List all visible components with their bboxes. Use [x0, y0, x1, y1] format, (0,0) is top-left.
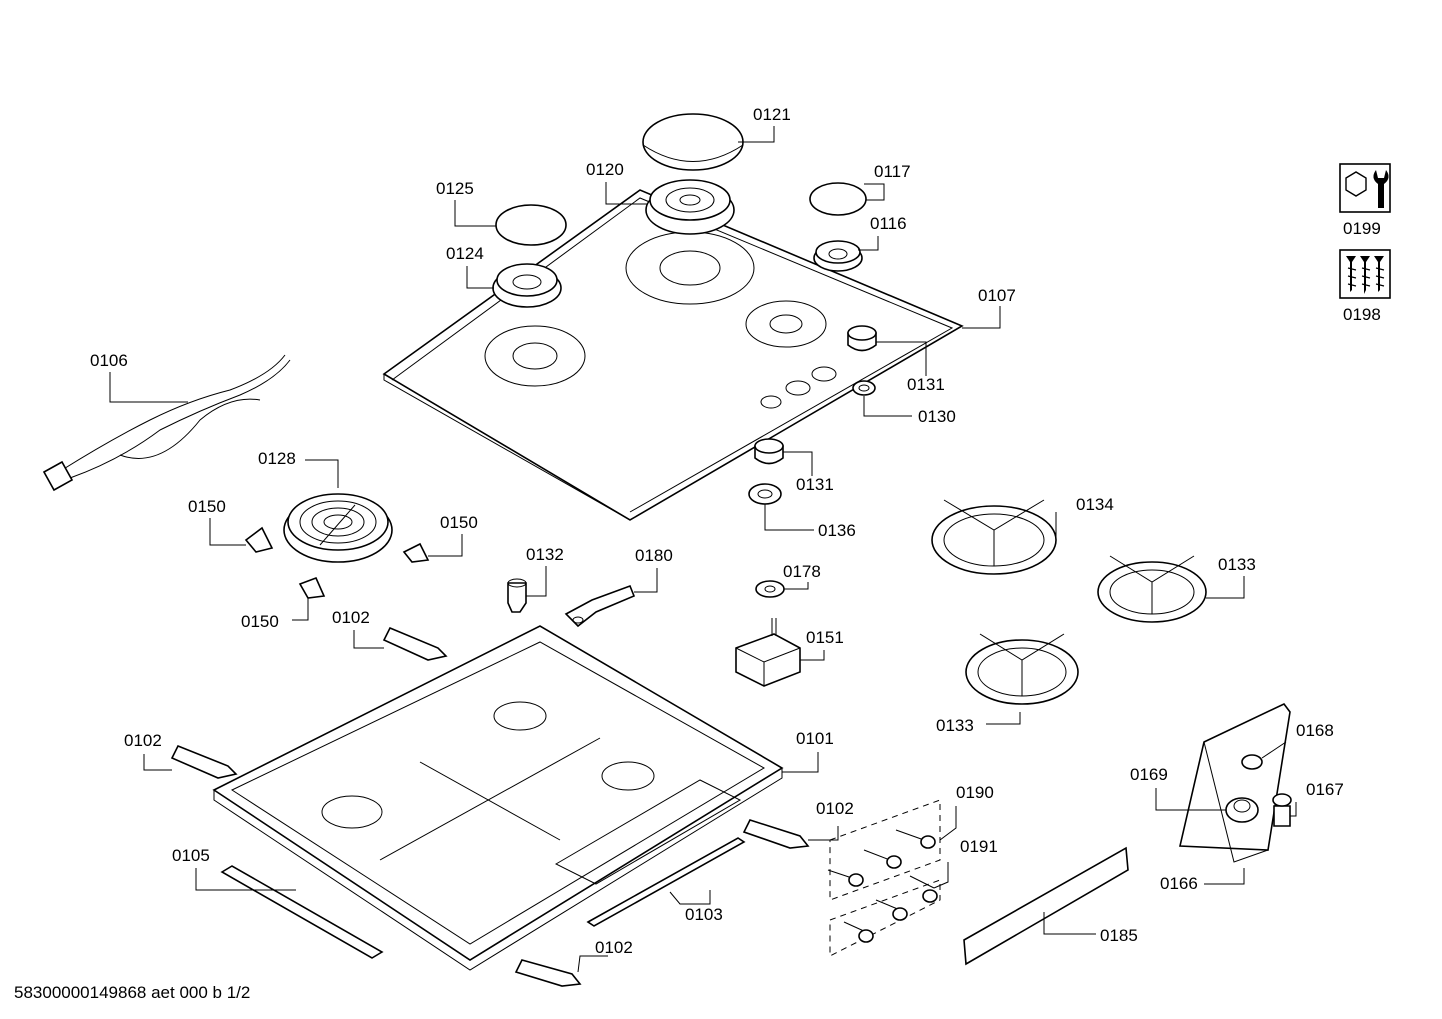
seal-strip-wide [963, 846, 1129, 966]
energy-regulator [735, 618, 801, 687]
label-0106: 0106 [90, 351, 128, 370]
label-0131: 0131 [907, 375, 945, 394]
seal-strip-short [586, 837, 746, 927]
pan-support-grate [1097, 555, 1207, 623]
label-0185: 0185 [1100, 926, 1138, 945]
part-labels: 0121 0120 0117 0125 0116 0124 0107 0106 … [90, 105, 1344, 957]
label-0178: 0178 [783, 562, 821, 581]
burner-cap-medium [495, 204, 567, 246]
label-0120: 0120 [586, 160, 624, 179]
burner-cap-large [642, 113, 744, 171]
label-0117: 0117 [874, 162, 911, 181]
label-0169: 0169 [1130, 765, 1168, 784]
label-0102: 0102 [816, 799, 854, 818]
label-0150: 0150 [440, 513, 478, 532]
seal-strip-long [220, 865, 384, 959]
burner-head-large [645, 179, 735, 235]
label-0136: 0136 [818, 521, 856, 540]
label-0150: 0150 [241, 612, 279, 631]
electric-hotplate [283, 493, 393, 563]
label-0102: 0102 [124, 731, 162, 750]
label-0190: 0190 [956, 783, 994, 802]
label-0151: 0151 [806, 628, 844, 647]
burner-cap-small [809, 182, 867, 216]
fixing-clamp [382, 626, 448, 661]
icon-label-0198: 0198 [1343, 305, 1381, 324]
mounting-clip [244, 526, 274, 553]
label-0101: 0101 [796, 729, 834, 748]
fixing-clamp [514, 959, 582, 987]
mounting-clip [402, 542, 430, 563]
cooktop-top-panel [382, 189, 964, 521]
wrench-tool-icon [1339, 163, 1391, 213]
label-0102: 0102 [332, 608, 370, 627]
label-0191: 0191 [960, 837, 998, 856]
label-0134: 0134 [1076, 495, 1114, 514]
pan-support-grate [965, 633, 1079, 705]
label-0168: 0168 [1296, 721, 1334, 740]
control-knob [754, 438, 784, 465]
knob-seal-ring [748, 483, 782, 505]
ignition-module [507, 578, 527, 613]
bottom-tray [212, 625, 784, 971]
label-0130: 0130 [918, 407, 956, 426]
label-0167: 0167 [1306, 780, 1344, 799]
label-0128: 0128 [258, 449, 296, 468]
pan-support-grate [931, 499, 1057, 575]
bracket [564, 584, 636, 628]
hose-nozzle [1272, 793, 1292, 827]
control-knob [847, 325, 877, 352]
label-0180: 0180 [635, 546, 673, 565]
power-cable [42, 354, 291, 492]
label-0105: 0105 [172, 846, 210, 865]
label-0133: 0133 [1218, 555, 1256, 574]
burner-head-medium [492, 263, 562, 308]
screw-set [827, 799, 941, 957]
leader-lines [109, 126, 1297, 973]
label-0102: 0102 [595, 938, 633, 957]
label-0133: 0133 [936, 716, 974, 735]
label-0103: 0103 [685, 905, 723, 924]
label-0121: 0121 [753, 105, 791, 124]
label-0124: 0124 [446, 244, 484, 263]
mounting-clip [298, 576, 326, 599]
burner-head-small [813, 240, 863, 272]
gas-washer [1241, 754, 1263, 770]
fixing-clamp [170, 744, 238, 779]
label-0125: 0125 [436, 179, 474, 198]
gas-connection-bracket [1179, 702, 1291, 863]
label-0132: 0132 [526, 545, 564, 564]
label-0150: 0150 [188, 497, 226, 516]
washer [755, 580, 785, 598]
knob-bezel [852, 380, 876, 396]
label-0107: 0107 [978, 286, 1016, 305]
gas-nut [1225, 797, 1259, 823]
document-footer-id: 58300000149868 aet 000 b 1/2 [14, 983, 250, 1002]
label-0131: 0131 [796, 475, 834, 494]
fixing-clamp [742, 819, 810, 849]
label-0166: 0166 [1160, 874, 1198, 893]
screws-icon [1339, 249, 1391, 299]
label-0116: 0116 [870, 214, 907, 233]
icon-label-0199: 0199 [1343, 219, 1381, 238]
